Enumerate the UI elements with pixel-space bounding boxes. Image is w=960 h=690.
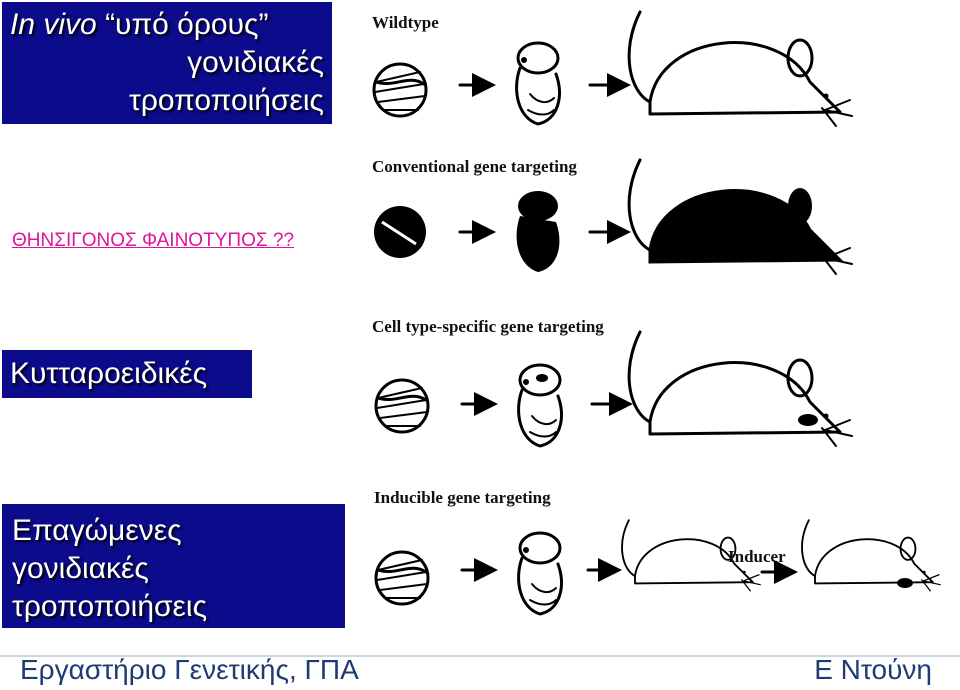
- row-conventional: [374, 158, 853, 275]
- footer-lab-name: Εργαστήριο Γενετικής, ΓΠΑ: [20, 654, 359, 685]
- zygote-icon: [374, 378, 430, 434]
- inducible-line-2: γονιδιακές: [12, 552, 149, 585]
- mouse-icon: [627, 330, 854, 448]
- mouse-filled-icon: [627, 158, 853, 275]
- zygote-icon: [374, 550, 430, 606]
- row-label-cell-type: Cell type-specific gene targeting: [372, 317, 604, 336]
- row-wildtype: [372, 10, 854, 128]
- title-line-3: τροποποιήσεις: [128, 84, 324, 117]
- cell-type-specific-box: Κυτταροειδικές: [2, 350, 252, 398]
- row-cell-type: [374, 330, 854, 448]
- embryo-icon: [515, 41, 561, 126]
- row-label-conventional: Conventional gene targeting: [372, 157, 577, 176]
- title-line-2: γονιδιακές: [187, 46, 324, 79]
- row-label-inducible: Inducible gene targeting: [374, 488, 551, 507]
- embryo-spot: [536, 374, 548, 382]
- zygous-phenotype-link[interactable]: ΘΗΝΣΙΓΟΝΟΣ ΦΑΙΝΟΤΥΠΟΣ ??: [12, 230, 295, 251]
- zygote-mark: [381, 220, 417, 246]
- footer-author: Ε Ντούνη: [814, 654, 932, 685]
- inducer-label: Inducer: [728, 547, 786, 566]
- mouse-icon: [627, 10, 854, 128]
- mouse-icon: [801, 519, 942, 592]
- inducible-line-1: Επαγώμενες: [12, 514, 182, 547]
- title-italic: In vivo: [10, 8, 97, 41]
- title-box: In vivo “υπό όρους” γονιδιακές τροποποιή…: [2, 2, 332, 124]
- footer-divider: [0, 655, 960, 657]
- embryo-filled-icon: [516, 191, 560, 272]
- title-line-1: In vivo “υπό όρους”: [10, 8, 268, 42]
- inducible-box: Επαγώμενες γονιδιακές τροποποιήσεις: [2, 504, 345, 628]
- row-label-wildtype: Wildtype: [372, 13, 439, 32]
- zygote-icon: [372, 62, 428, 118]
- gene-targeting-figure: Wildtype Conventional gene targeting Cel…: [372, 10, 942, 616]
- mouse-spot: [897, 578, 913, 588]
- row-inducible: Inducer: [374, 519, 942, 616]
- title-line1-rest: “υπό όρους”: [105, 8, 269, 41]
- mouse-spot: [798, 414, 818, 426]
- inducible-line-3: τροποποιήσεις: [12, 590, 208, 623]
- embryo-icon: [517, 531, 563, 616]
